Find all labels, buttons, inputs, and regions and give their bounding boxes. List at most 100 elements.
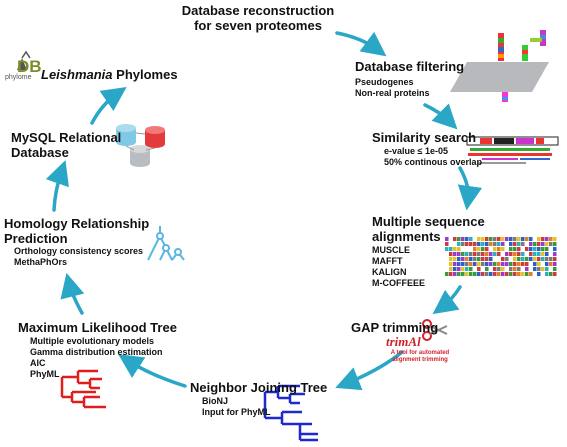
ml-item: Multiple evolutionary models (30, 336, 155, 346)
msa-cell (465, 237, 469, 241)
msa-cell (497, 237, 501, 241)
arrow-reconstruction-to-filtering (335, 31, 387, 57)
msa-cell (465, 267, 469, 271)
msa-cell (513, 237, 517, 241)
nj-tree (263, 384, 318, 442)
msa-cell (485, 242, 489, 246)
msa-cell (549, 242, 553, 246)
msa-cell (477, 242, 481, 246)
msa-cell (545, 242, 549, 246)
db-filtering-item: Pseudogenes (355, 77, 414, 87)
msa-cell (513, 267, 517, 271)
step-mysql: MySQL Relational Database (11, 130, 121, 160)
msa-cell (537, 262, 541, 266)
msa-cell (509, 267, 513, 271)
msa-cell (497, 262, 501, 266)
phylomedb-logo: DB phylome (5, 57, 42, 81)
database-cylinders-icon (116, 124, 165, 167)
step-ml-tree: Maximum Likelihood Tree Multiple evoluti… (18, 320, 177, 380)
msa-cell (449, 247, 453, 251)
msa-cell (501, 247, 505, 251)
msa-cell (553, 237, 557, 241)
msa-cell (525, 237, 529, 241)
msa-cell (533, 252, 537, 256)
phylomedb-logo-mark: DB (17, 57, 42, 76)
msa-cell (497, 267, 501, 271)
similarity-title: Similarity search (372, 130, 477, 145)
msa-cell (509, 262, 513, 266)
msa-cell (489, 272, 493, 276)
msa-cell (537, 267, 541, 271)
msa-cell (481, 272, 485, 276)
msa-cell (521, 272, 525, 276)
msa-cell (509, 242, 513, 246)
gap-trimming-title: GAP trimming (351, 320, 439, 335)
msa-cell (445, 242, 449, 246)
msa-cell (449, 252, 453, 256)
msa-cell (493, 267, 497, 271)
msa-cell (453, 257, 457, 261)
msa-cell (501, 242, 505, 246)
msa-cell (521, 237, 525, 241)
msa-cell (541, 267, 545, 271)
msa-cell (493, 272, 497, 276)
msa-cell (461, 272, 465, 276)
msa-cell (525, 262, 529, 266)
msa-cell (533, 247, 537, 251)
msa-cell (553, 262, 557, 266)
msa-cell (525, 267, 529, 271)
ml-item: Gamma distribution estimation (30, 347, 163, 357)
msa-cell (473, 272, 477, 276)
msa-cell (549, 262, 553, 266)
msa-cell (517, 237, 521, 241)
msa-cell (537, 257, 541, 261)
msa-cell (457, 267, 461, 271)
msa-cell (477, 252, 481, 256)
msa-cell (485, 272, 489, 276)
msa-cell (509, 252, 513, 256)
msa-cell (477, 247, 481, 251)
msa-cell (457, 242, 461, 246)
msa-cell (533, 257, 537, 261)
homology-title-line1: Homology Relationship (4, 216, 150, 231)
phylomes-title-rest: Phylomes (112, 67, 178, 82)
ml-item: PhyML (30, 369, 60, 379)
msa-cell (445, 272, 449, 276)
msa-cell (449, 267, 453, 271)
msa-cell (541, 242, 545, 246)
msa-cell (529, 252, 533, 256)
msa-cell (469, 242, 473, 246)
msa-title-line1: Multiple sequence (372, 214, 485, 229)
step-homology: Homology Relationship Prediction Ortholo… (4, 216, 149, 268)
msa-cell (545, 252, 549, 256)
msa-cell (485, 262, 489, 266)
phylomes-title-italic: Leishmania (41, 67, 113, 82)
msa-cell (469, 272, 473, 276)
trimal-tagline-line2: alignment trimming (392, 357, 448, 363)
msa-cell (485, 237, 489, 241)
msa-cell (525, 257, 529, 261)
msa-cell (473, 247, 477, 251)
mysql-title-line2: Database (11, 145, 69, 160)
msa-cell (525, 272, 529, 276)
msa-cell (545, 257, 549, 261)
msa-cell (489, 262, 493, 266)
nj-item: BioNJ (202, 396, 229, 406)
msa-cell (529, 257, 533, 261)
msa-cell (545, 272, 549, 276)
msa-cell (457, 247, 461, 251)
msa-cell (489, 237, 493, 241)
filtering-illustration (450, 30, 549, 102)
mysql-title-line1: MySQL Relational (11, 130, 122, 145)
msa-cell (445, 247, 449, 251)
msa-cell (473, 252, 477, 256)
step-db-filtering: Database filtering Pseudogenes Non-real … (355, 59, 464, 99)
step-phylomes: Leishmania Phylomes (41, 67, 178, 82)
msa-cell (493, 252, 497, 256)
msa-cell (541, 252, 545, 256)
msa-cell (485, 257, 489, 261)
sequence-strands (498, 30, 546, 102)
msa-cell (517, 247, 521, 251)
arrow-gap-to-nj (335, 350, 404, 391)
msa-title-line2: alignments (372, 229, 441, 244)
